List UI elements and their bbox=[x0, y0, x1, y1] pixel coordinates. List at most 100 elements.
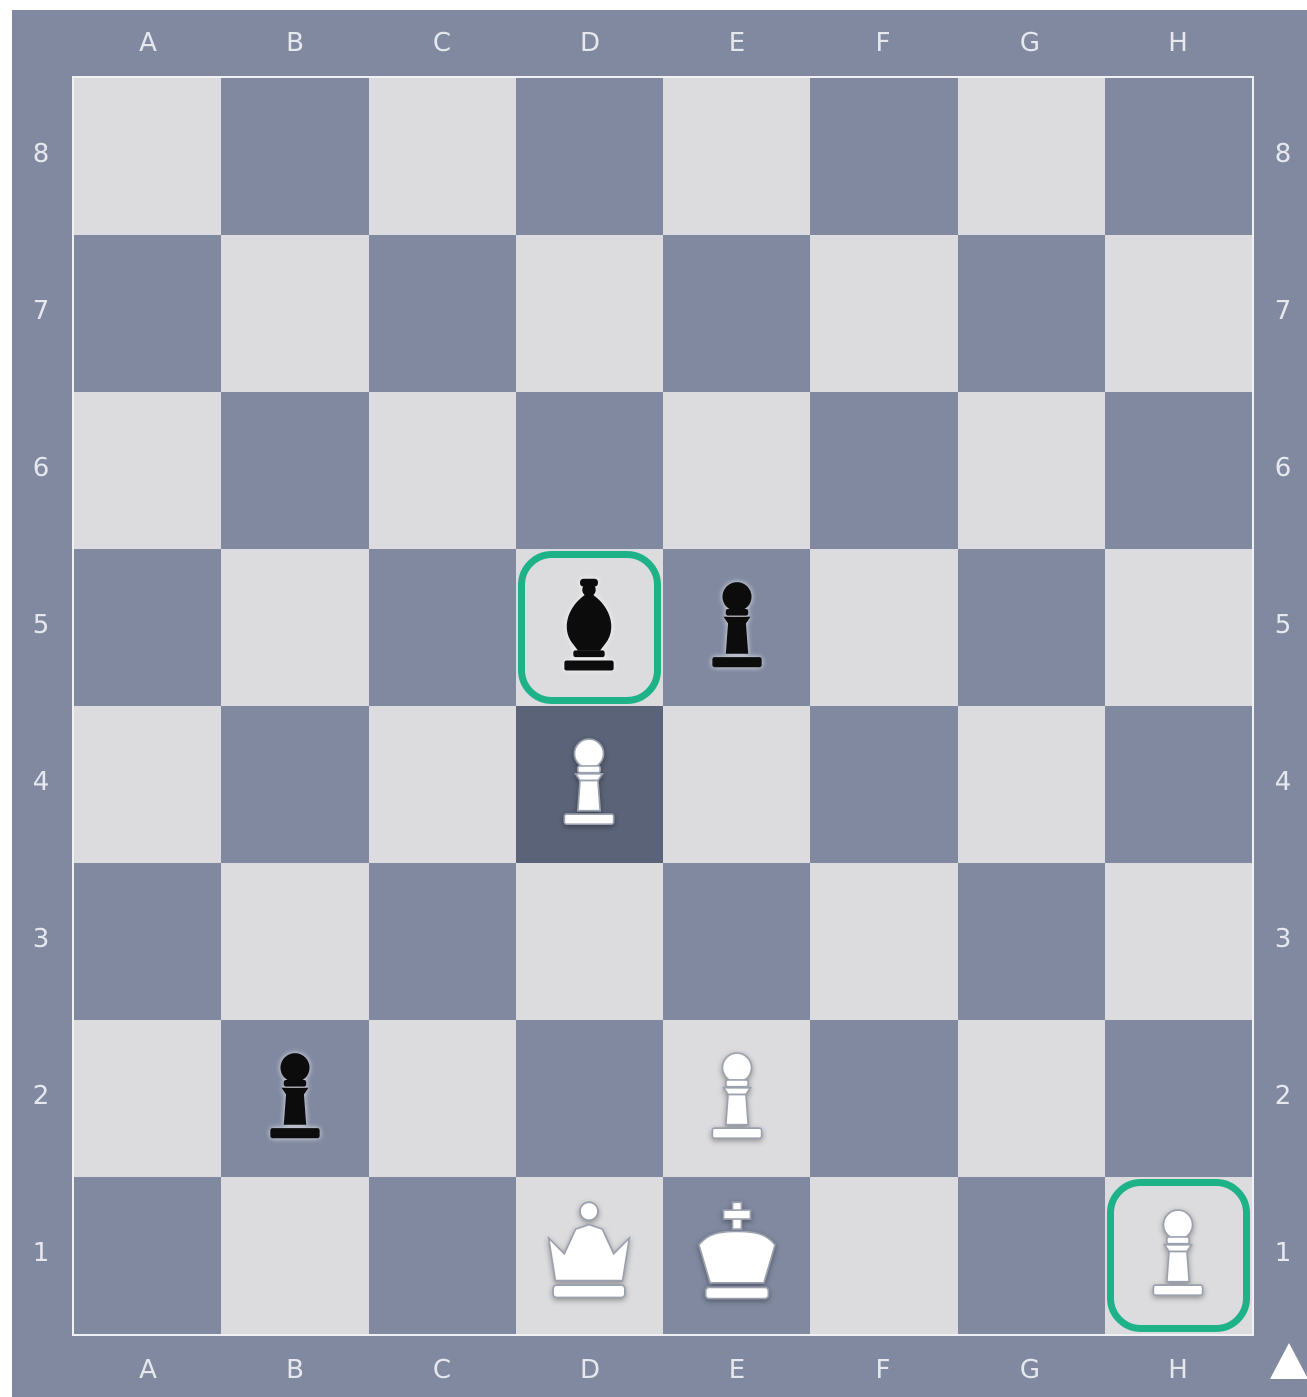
white-king-icon[interactable] bbox=[663, 1177, 810, 1334]
square-g1[interactable] bbox=[958, 1177, 1105, 1334]
square-a6[interactable] bbox=[74, 392, 221, 549]
square-b1[interactable] bbox=[221, 1177, 368, 1334]
square-h2[interactable] bbox=[1105, 1020, 1252, 1177]
file-label: D bbox=[570, 28, 610, 58]
square-g3[interactable] bbox=[958, 863, 1105, 1020]
square-c7[interactable] bbox=[369, 235, 516, 392]
square-h4[interactable] bbox=[1105, 706, 1252, 863]
square-f2[interactable] bbox=[810, 1020, 957, 1177]
file-label: C bbox=[422, 28, 462, 58]
square-g4[interactable] bbox=[958, 706, 1105, 863]
rank-label: 7 bbox=[22, 296, 60, 326]
square-d4[interactable] bbox=[516, 706, 663, 863]
rank-label: 6 bbox=[22, 453, 60, 483]
rank-label: 2 bbox=[22, 1081, 60, 1111]
square-c3[interactable] bbox=[369, 863, 516, 1020]
square-f6[interactable] bbox=[810, 392, 957, 549]
square-g5[interactable] bbox=[958, 549, 1105, 706]
square-b8[interactable] bbox=[221, 78, 368, 235]
square-e1[interactable] bbox=[663, 1177, 810, 1334]
square-h1[interactable] bbox=[1105, 1177, 1252, 1334]
square-c2[interactable] bbox=[369, 1020, 516, 1177]
file-label: C bbox=[422, 1355, 462, 1385]
file-label: D bbox=[570, 1355, 610, 1385]
square-h8[interactable] bbox=[1105, 78, 1252, 235]
black-pawn-icon[interactable] bbox=[221, 1020, 368, 1177]
file-label: E bbox=[717, 1355, 757, 1385]
square-b5[interactable] bbox=[221, 549, 368, 706]
rank-label: 6 bbox=[1264, 453, 1302, 483]
square-c5[interactable] bbox=[369, 549, 516, 706]
file-label: G bbox=[1010, 1355, 1050, 1385]
chess-board bbox=[72, 76, 1254, 1336]
square-c6[interactable] bbox=[369, 392, 516, 549]
square-b4[interactable] bbox=[221, 706, 368, 863]
rank-label: 5 bbox=[22, 610, 60, 640]
square-g7[interactable] bbox=[958, 235, 1105, 392]
square-g6[interactable] bbox=[958, 392, 1105, 549]
square-f7[interactable] bbox=[810, 235, 957, 392]
square-d3[interactable] bbox=[516, 863, 663, 1020]
square-c1[interactable] bbox=[369, 1177, 516, 1334]
square-e4[interactable] bbox=[663, 706, 810, 863]
rank-label: 8 bbox=[22, 139, 60, 169]
square-b7[interactable] bbox=[221, 235, 368, 392]
square-g8[interactable] bbox=[958, 78, 1105, 235]
file-label: H bbox=[1158, 1355, 1198, 1385]
rank-label: 7 bbox=[1264, 296, 1302, 326]
rank-label: 1 bbox=[22, 1238, 60, 1268]
rank-label: 3 bbox=[1264, 924, 1302, 954]
square-d8[interactable] bbox=[516, 78, 663, 235]
square-d6[interactable] bbox=[516, 392, 663, 549]
rank-label: 4 bbox=[22, 767, 60, 797]
file-label: A bbox=[128, 28, 168, 58]
rank-label: 2 bbox=[1264, 1081, 1302, 1111]
square-a7[interactable] bbox=[74, 235, 221, 392]
square-h3[interactable] bbox=[1105, 863, 1252, 1020]
square-a8[interactable] bbox=[74, 78, 221, 235]
square-e7[interactable] bbox=[663, 235, 810, 392]
square-e2[interactable] bbox=[663, 1020, 810, 1177]
square-c8[interactable] bbox=[369, 78, 516, 235]
square-c4[interactable] bbox=[369, 706, 516, 863]
square-e8[interactable] bbox=[663, 78, 810, 235]
square-a5[interactable] bbox=[74, 549, 221, 706]
black-bishop-icon[interactable] bbox=[516, 549, 663, 706]
square-f1[interactable] bbox=[810, 1177, 957, 1334]
square-b6[interactable] bbox=[221, 392, 368, 549]
square-e6[interactable] bbox=[663, 392, 810, 549]
black-pawn-icon[interactable] bbox=[663, 549, 810, 706]
file-label: F bbox=[863, 1355, 903, 1385]
square-e3[interactable] bbox=[663, 863, 810, 1020]
file-label: G bbox=[1010, 28, 1050, 58]
rank-label: 8 bbox=[1264, 139, 1302, 169]
square-b2[interactable] bbox=[221, 1020, 368, 1177]
file-label: A bbox=[128, 1355, 168, 1385]
file-label: E bbox=[717, 28, 757, 58]
square-f5[interactable] bbox=[810, 549, 957, 706]
square-f3[interactable] bbox=[810, 863, 957, 1020]
square-e5[interactable] bbox=[663, 549, 810, 706]
white-pawn-icon[interactable] bbox=[1105, 1177, 1252, 1334]
rank-label: 4 bbox=[1264, 767, 1302, 797]
square-h5[interactable] bbox=[1105, 549, 1252, 706]
square-h6[interactable] bbox=[1105, 392, 1252, 549]
square-a1[interactable] bbox=[74, 1177, 221, 1334]
square-g2[interactable] bbox=[958, 1020, 1105, 1177]
square-b3[interactable] bbox=[221, 863, 368, 1020]
square-d2[interactable] bbox=[516, 1020, 663, 1177]
white-pawn-icon[interactable] bbox=[663, 1020, 810, 1177]
square-a3[interactable] bbox=[74, 863, 221, 1020]
square-h7[interactable] bbox=[1105, 235, 1252, 392]
white-pawn-icon[interactable] bbox=[516, 706, 663, 863]
square-f8[interactable] bbox=[810, 78, 957, 235]
square-a4[interactable] bbox=[74, 706, 221, 863]
square-f4[interactable] bbox=[810, 706, 957, 863]
file-label: H bbox=[1158, 28, 1198, 58]
square-d1[interactable] bbox=[516, 1177, 663, 1334]
square-d5[interactable] bbox=[516, 549, 663, 706]
white-queen-icon[interactable] bbox=[516, 1177, 663, 1334]
square-a2[interactable] bbox=[74, 1020, 221, 1177]
square-d7[interactable] bbox=[516, 235, 663, 392]
file-label: B bbox=[275, 28, 315, 58]
